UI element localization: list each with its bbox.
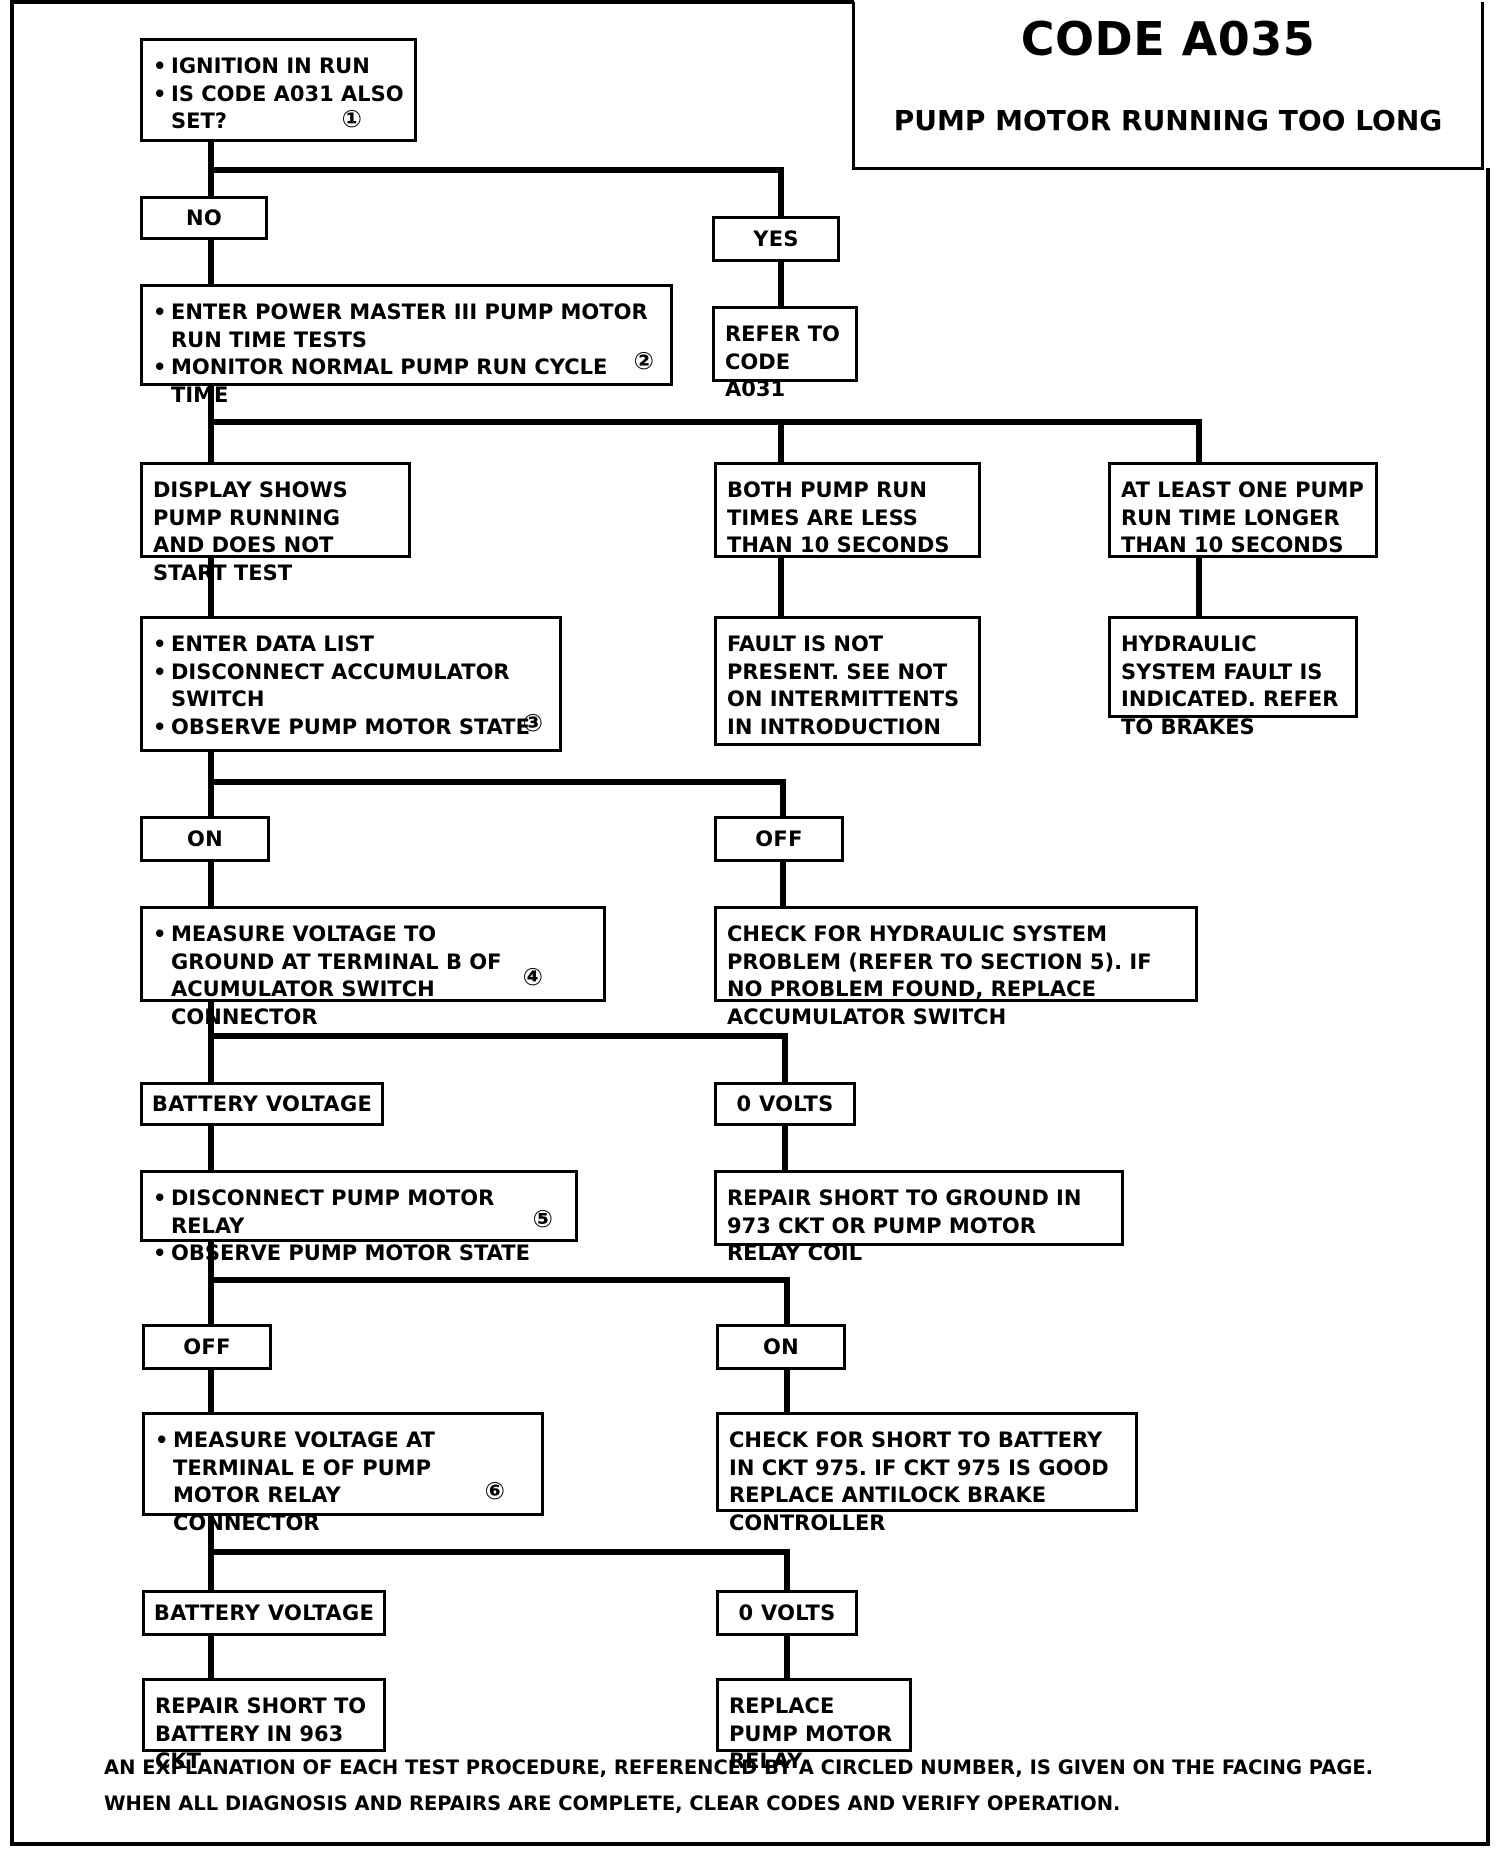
battery-voltage-result: BATTERY VOLTAGE bbox=[142, 1590, 386, 1636]
measure-terminal-e-box: MEASURE VOLTAGE AT TERMINAL E OF PUMP MO… bbox=[142, 1412, 544, 1535]
enter-data-list-box: ENTER DATA LIST DISCONNECT ACCUMULATOR S… bbox=[140, 616, 562, 752]
answer-yes: YES bbox=[712, 216, 840, 262]
step-line: IS CODE A031 ALSO SET? bbox=[153, 81, 404, 136]
fault-not-present-box: FAULT IS NOT PRESENT. SEE NOT ON INTERMI… bbox=[714, 616, 981, 746]
footer-note: WHEN ALL DIAGNOSIS AND REPAIRS ARE COMPL… bbox=[104, 1792, 1121, 1815]
code-description: PUMP MOTOR RUNNING TOO LONG bbox=[893, 104, 1443, 137]
repair-short-973-box: REPAIR SHORT TO GROUND IN 973 CKT OR PUM… bbox=[714, 1170, 1124, 1265]
measure-terminal-b-box: MEASURE VOLTAGE TO GROUND AT TERMINAL B … bbox=[140, 906, 606, 1029]
state-on: ON bbox=[716, 1324, 846, 1370]
disconnect-pump-motor-relay-box: DISCONNECT PUMP MOTOR RELAY OBSERVE PUMP… bbox=[140, 1170, 578, 1267]
reference-number: ② bbox=[633, 347, 654, 375]
refer-to-code-a031-box: REFER TO CODE A031 bbox=[712, 306, 858, 401]
enter-pump-run-time-tests-box: •ENTER POWER MASTER III PUMP MOTOR RUN T… bbox=[140, 284, 673, 407]
repair-short-963-box: REPAIR SHORT TO BATTERY IN 963 CKT bbox=[142, 1678, 386, 1773]
step-line: MEASURE VOLTAGE AT TERMINAL E OF PUMP MO… bbox=[155, 1427, 531, 1537]
reference-number: ⑥ bbox=[484, 1477, 505, 1505]
one-run-time-longer-box: AT LEAST ONE PUMP RUN TIME LONGER THAN 1… bbox=[1108, 462, 1378, 558]
footer-note: AN EXPLANATION OF EACH TEST PROCEDURE, R… bbox=[104, 1756, 1374, 1779]
battery-voltage-result: BATTERY VOLTAGE bbox=[140, 1082, 384, 1126]
replace-pump-motor-relay-box: REPLACE PUMP MOTOR RELAY bbox=[716, 1678, 912, 1773]
check-short-975-box: CHECK FOR SHORT TO BATTERY IN CKT 975. I… bbox=[716, 1412, 1138, 1535]
check-hydraulic-problem-box: CHECK FOR HYDRAULIC SYSTEM PROBLEM (REFE… bbox=[714, 906, 1198, 1029]
zero-volts-result: 0 VOLTS bbox=[716, 1590, 858, 1636]
reference-number: ① bbox=[341, 105, 362, 133]
zero-volts-result: 0 VOLTS bbox=[714, 1082, 856, 1126]
step-line: •MONITOR NORMAL PUMP RUN CYCLE TIME bbox=[153, 355, 608, 407]
step-line: IGNITION IN RUN bbox=[153, 53, 404, 81]
reference-number: ③ bbox=[522, 709, 543, 737]
reference-number: ④ bbox=[522, 963, 543, 991]
answer-no: NO bbox=[140, 196, 268, 240]
both-run-times-less-box: BOTH PUMP RUN TIMES ARE LESS THAN 10 SEC… bbox=[714, 462, 981, 558]
start-question-box: IGNITION IN RUN IS CODE A031 ALSO SET? ① bbox=[140, 38, 417, 142]
state-off: OFF bbox=[142, 1324, 272, 1370]
step-line: DISCONNECT PUMP MOTOR RELAY bbox=[153, 1185, 565, 1240]
state-off: OFF bbox=[714, 816, 844, 862]
step-line: MEASURE VOLTAGE TO GROUND AT TERMINAL B … bbox=[153, 921, 593, 1031]
code-title-block: CODE A035 PUMP MOTOR RUNNING TOO LONG bbox=[852, 2, 1484, 170]
code-title: CODE A035 bbox=[1020, 12, 1316, 66]
step-line: OBSERVE PUMP MOTOR STATE bbox=[153, 714, 549, 742]
step-line: •ENTER POWER MASTER III PUMP MOTOR RUN T… bbox=[153, 300, 648, 352]
reference-number: ⑤ bbox=[532, 1205, 553, 1233]
step-line: ENTER DATA LIST bbox=[153, 631, 549, 659]
step-line: DISCONNECT ACCUMULATOR SWITCH bbox=[153, 659, 549, 714]
display-shows-pump-running-box: DISPLAY SHOWS PUMP RUNNING AND DOES NOT … bbox=[140, 462, 411, 585]
state-on: ON bbox=[140, 816, 270, 862]
step-line: OBSERVE PUMP MOTOR STATE bbox=[153, 1240, 565, 1268]
hydraulic-system-fault-box: HYDRAULIC SYSTEM FAULT IS INDICATED. REF… bbox=[1108, 616, 1358, 739]
